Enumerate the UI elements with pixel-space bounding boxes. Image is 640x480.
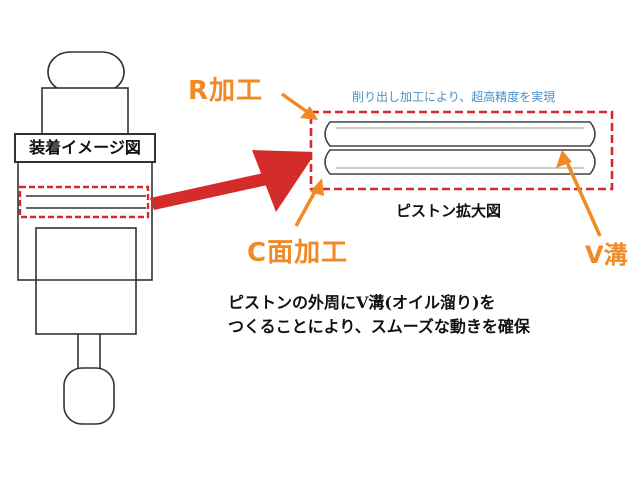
c-arrow-head [310, 178, 324, 196]
r-arrow-line [280, 92, 312, 116]
lower-sleeve [35, 227, 137, 335]
description-line-1: ピストンの外周にV溝(オイル溜り)を [228, 293, 496, 312]
piston-highlight-small [18, 185, 150, 219]
description-line-2: つくることにより、スムーズな動きを確保 [228, 317, 530, 336]
cutting-note-label: 削り出し加工により、超高精度を実現 [352, 90, 556, 104]
bottom-eye [63, 367, 115, 425]
upper-body [41, 87, 129, 135]
piston-lower-land [324, 149, 596, 175]
v-groove-label: V溝 [585, 241, 628, 269]
enlarged-view-label: ピストン拡大図 [396, 202, 502, 220]
top-eye [47, 51, 125, 93]
enlarge-arrow [150, 150, 316, 212]
r-arrow-head [300, 106, 318, 120]
c-machining-label: C面加工 [247, 238, 349, 268]
pointer-arrows [280, 92, 602, 237]
v-arrow-head [556, 150, 572, 168]
mount-image-label: 装着イメージ図 [14, 133, 156, 163]
shock-absorber-illustration [17, 51, 153, 425]
v-arrow-line [564, 159, 602, 237]
r-machining-label: R加工 [188, 76, 264, 106]
piston-upper-land [324, 121, 596, 147]
piston-enlarged [324, 121, 596, 175]
